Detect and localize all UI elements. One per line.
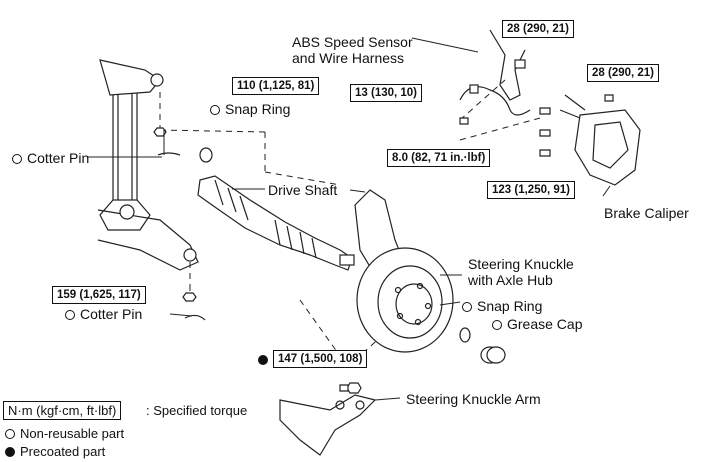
steering-knuckle-arm-label: Steering Knuckle Arm	[406, 391, 541, 407]
legend-units-desc: : Specified torque	[146, 403, 248, 418]
brake-caliper-part	[559, 94, 641, 186]
steering-knuckle-label: Steering Knuckle with Axle Hub	[468, 256, 574, 288]
torque-upper-ball-joint: 110 (1,125, 81)	[232, 77, 320, 95]
torque-sensor-bracket: 28 (290, 21)	[502, 20, 575, 38]
cotter-pin-top-label: Cotter Pin	[12, 150, 89, 166]
torque-lower-ball-joint: 159 (1,625, 117)	[52, 286, 146, 304]
abs-sensor-part	[459, 29, 531, 116]
drive-shaft-label: Drive Shaft	[268, 182, 338, 198]
axle-hub	[356, 247, 454, 353]
non-reusable-icon	[492, 320, 502, 330]
non-reusable-icon	[12, 154, 22, 164]
torque-caliper-upper: 28 (290, 21)	[587, 64, 660, 82]
axle-nut-precoated-marker	[258, 351, 273, 367]
lower-control-arm	[97, 204, 199, 271]
legend-non-reusable: Non-reusable part	[5, 426, 124, 441]
torque-caliper-bolt: 123 (1,250, 91)	[487, 181, 576, 199]
steering-knuckle-arm-part	[279, 394, 377, 456]
legend-precoated: Precoated part	[5, 444, 105, 459]
precoated-icon	[5, 447, 15, 457]
drive-shaft	[197, 175, 355, 271]
snap-ring-bottom-label: Snap Ring	[462, 298, 542, 314]
precoated-icon	[258, 355, 268, 365]
torque-sensor-13: 13 (130, 10)	[350, 84, 423, 102]
brake-caliper-label: Brake Caliper	[604, 205, 689, 221]
non-reusable-icon	[65, 310, 75, 320]
torque-axle-nut: 147 (1,500, 108)	[273, 350, 368, 368]
non-reusable-icon	[462, 302, 472, 312]
grease-cap-label: Grease Cap	[492, 316, 582, 332]
legend-units-box: N·m (kgf·cm, ft·lbf)	[3, 401, 122, 420]
non-reusable-icon	[210, 105, 220, 115]
strut-assembly	[99, 59, 164, 231]
abs-sensor-label: ABS Speed Sensor and Wire Harness	[292, 34, 413, 66]
torque-sensor-8: 8.0 (82, 71 in.·lbf)	[387, 149, 491, 167]
cotter-pin-bottom-label: Cotter Pin	[65, 306, 142, 322]
snap-ring-top-label: Snap Ring	[210, 101, 290, 117]
grease-cap-part	[480, 346, 506, 364]
non-reusable-icon	[5, 429, 15, 439]
